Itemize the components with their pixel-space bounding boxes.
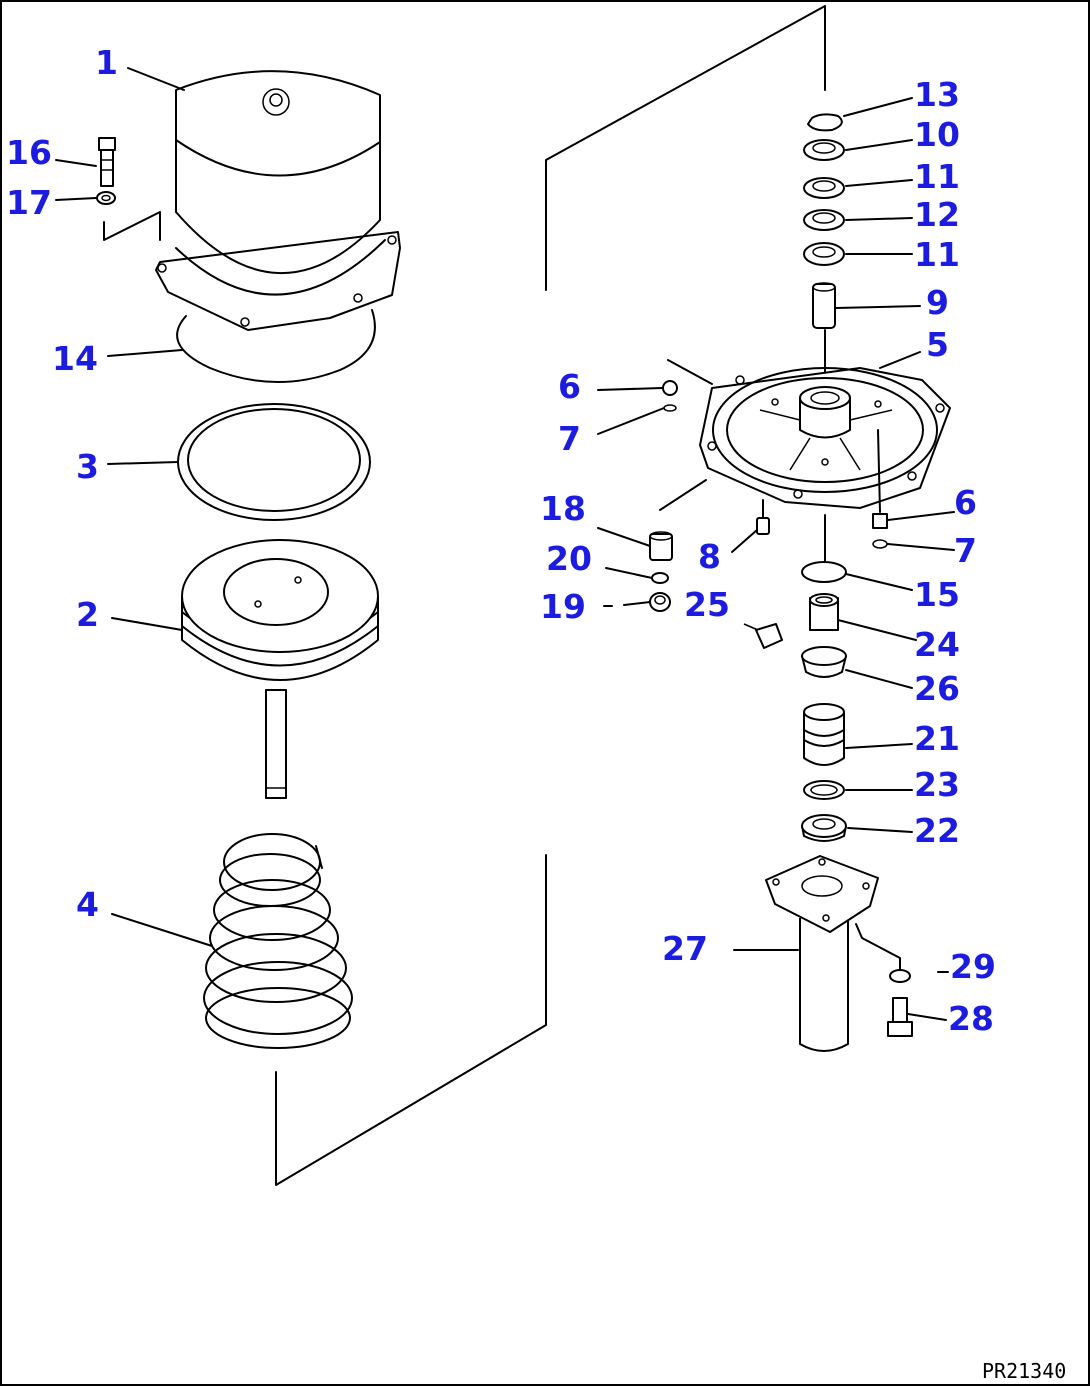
callout-18: 18 [540,489,586,528]
part-8-plug [756,499,770,535]
part-24-sleeve [809,593,839,631]
callout-17: 17 [6,183,52,222]
part-26-ring [801,646,847,678]
part-6-plug-left [662,380,678,396]
callout-19: 19 [540,587,586,626]
callout-15: 15 [914,575,960,614]
part-13-snap-ring [807,113,843,132]
callout-23: 23 [914,765,960,804]
callout-12: 12 [914,195,960,234]
callout-25: 25 [684,585,730,624]
callout-3: 3 [76,447,99,486]
part-1-housing [103,70,401,331]
callout-9: 9 [926,283,949,322]
callout-7-left: 7 [558,419,581,458]
drawing-code: PR21340 [982,1359,1066,1383]
leader-lines [55,67,955,1021]
part-9-pin [812,282,836,329]
part-21-piston [803,703,845,766]
part-7-oring-right [872,539,888,549]
part-18-fitting [649,531,673,561]
part-11-seal-lower [803,242,845,266]
callout-1: 1 [95,43,118,82]
part-16-bolt [98,137,116,187]
callout-7-right: 7 [954,531,977,570]
part-15-disc [801,561,847,583]
callout-28: 28 [948,999,994,1038]
callout-4: 4 [76,885,99,924]
callout-14: 14 [52,339,98,378]
callout-20: 20 [546,539,592,578]
callout-11-upper: 11 [914,157,960,196]
part-25-pin [743,623,783,649]
part-2-piston [181,539,379,799]
callout-29: 29 [950,947,996,986]
part-3-seal-ring [177,403,371,521]
part-19-nut [649,592,671,612]
part-4-spring [203,833,353,1049]
part-7-oring-left [663,404,677,412]
callout-labels: 1 16 17 14 3 2 4 13 10 11 12 11 9 5 6 7 … [6,43,996,1038]
part-23-oring [803,780,845,800]
callout-22: 22 [914,811,960,850]
part-14-gasket [176,309,376,383]
callout-6-right: 6 [954,483,977,522]
callout-6-left: 6 [558,367,581,406]
part-11-seal-upper [803,177,845,199]
callout-10: 10 [914,115,960,154]
part-17-washer [96,191,116,205]
part-20-washer [651,572,669,584]
callout-8: 8 [698,537,721,576]
callout-11-lower: 11 [914,235,960,274]
part-6-plug-right [872,513,888,529]
callout-13: 13 [914,75,960,114]
callout-2: 2 [76,595,99,634]
callout-24: 24 [914,625,960,664]
part-29-washer [889,969,911,983]
callout-27: 27 [662,929,708,968]
callout-26: 26 [914,669,960,708]
callout-16: 16 [6,133,52,172]
part-5-cover [659,359,951,513]
part-12-ring [803,209,845,231]
part-22-seal [801,814,847,842]
part-27-cylinder-tube [765,855,901,1052]
part-10-seal [803,139,845,161]
part-28-bolt [887,997,913,1037]
callout-21: 21 [914,719,960,758]
callout-5: 5 [926,325,949,364]
